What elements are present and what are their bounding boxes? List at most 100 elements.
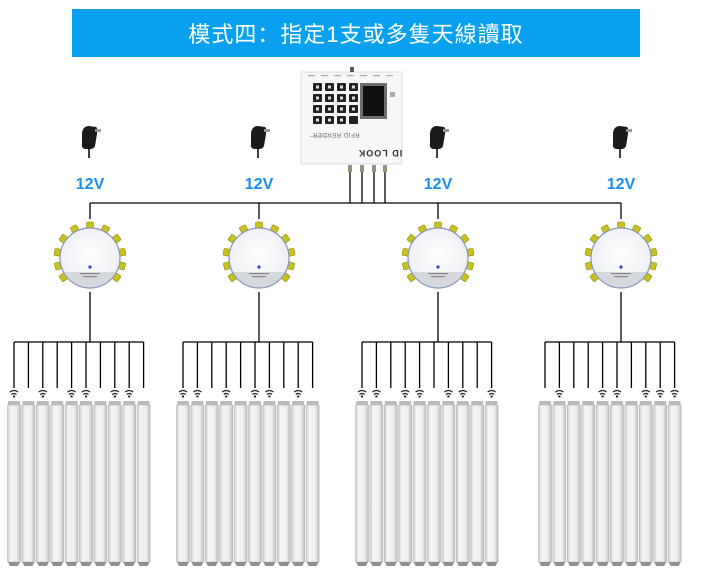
keypad-key-glyph — [340, 118, 343, 122]
antenna — [305, 401, 320, 566]
keypad-key-glyph — [328, 85, 331, 89]
antenna-rod — [595, 404, 610, 563]
keypad-key-glyph — [328, 118, 331, 122]
antenna-foot — [94, 562, 107, 566]
antenna — [291, 389, 306, 566]
adapter-prong — [264, 129, 270, 132]
antenna-rod — [276, 404, 291, 563]
adapter-body — [81, 126, 98, 149]
power-adapter-icon — [81, 126, 101, 158]
reader-port-2 — [360, 165, 364, 172]
antenna-rod — [552, 404, 567, 563]
antenna — [190, 389, 205, 566]
antenna-cap — [51, 401, 64, 405]
antenna — [552, 389, 567, 566]
antenna-group-1 — [7, 126, 151, 566]
antenna-cap — [384, 401, 397, 405]
adapter-body — [612, 126, 629, 149]
antenna — [383, 401, 398, 566]
antenna-foot — [413, 562, 426, 566]
antenna — [248, 389, 262, 566]
antenna-foot — [205, 562, 218, 566]
antenna — [538, 401, 552, 566]
antenna — [355, 389, 369, 566]
antenna — [595, 389, 610, 566]
wifi-signal-icon — [178, 389, 188, 398]
wifi-signal-icon — [641, 389, 651, 398]
keypad-key-glyph — [316, 96, 319, 100]
antenna-cap — [137, 401, 150, 405]
title-text: 模式四：指定1支或多隻天線讀取 — [188, 22, 524, 47]
antenna-cap — [22, 401, 35, 405]
antenna-foot — [553, 562, 566, 566]
antenna-rod — [412, 404, 427, 563]
antenna-cap — [625, 401, 638, 405]
reader-indicator — [390, 92, 395, 97]
wifi-signal-icon — [444, 389, 453, 398]
keypad-key-glyph — [316, 107, 319, 111]
reader-port-4 — [383, 165, 387, 172]
antenna — [441, 389, 456, 566]
antenna — [398, 389, 413, 566]
antenna — [276, 401, 291, 566]
antenna-group-2 — [176, 126, 320, 566]
rf-splitter — [53, 221, 127, 289]
antenna-rod — [441, 404, 456, 563]
voltage-label: 12V — [75, 176, 105, 193]
antenna-cap — [8, 401, 20, 405]
keypad-key-glyph — [340, 96, 343, 100]
splitter-label — [428, 273, 448, 275]
antenna-cap — [277, 401, 290, 405]
wifi-signal-icon — [415, 389, 424, 398]
antenna-rod — [398, 404, 413, 563]
antenna-foot — [654, 562, 667, 566]
antenna-rod — [427, 404, 441, 563]
antenna-cap — [249, 401, 261, 405]
antenna — [7, 389, 21, 566]
antenna — [455, 389, 470, 566]
antenna-cap — [485, 401, 498, 405]
splitter-led — [257, 265, 261, 269]
antenna-rod — [470, 404, 485, 563]
antenna-rod — [248, 404, 262, 563]
wifi-signal-icon — [265, 389, 274, 398]
antenna-cap — [611, 401, 623, 405]
antenna — [205, 401, 219, 566]
antenna-foot — [108, 562, 121, 566]
antenna — [35, 389, 50, 566]
antenna-foot — [485, 562, 498, 566]
antenna-foot — [442, 562, 455, 566]
reader-display — [363, 86, 384, 116]
antenna-rod — [355, 404, 369, 563]
wifi-signal-icon — [110, 389, 120, 398]
keypad-key-glyph — [328, 96, 331, 100]
antenna-foot — [668, 562, 681, 566]
antenna-foot — [611, 562, 623, 566]
antenna-rod — [455, 404, 470, 563]
antenna — [566, 401, 581, 566]
wifi-signal-icon — [38, 389, 48, 398]
splitter-port — [617, 221, 625, 229]
keypad-key-glyph — [340, 107, 343, 111]
antenna-cap — [292, 401, 305, 405]
antenna-foot — [625, 562, 638, 566]
antenna-group-4 — [538, 126, 682, 566]
adapter-prong — [443, 129, 449, 132]
wifi-signal-icon — [555, 389, 564, 398]
keypad-key-glyph — [316, 85, 319, 89]
antenna-cap — [413, 401, 426, 405]
antenna-rod — [108, 404, 122, 563]
antenna-cap — [370, 401, 383, 405]
keypad-key-glyph — [340, 85, 343, 89]
antenna-rod — [122, 404, 136, 563]
antenna-rod — [190, 404, 205, 563]
adapter-body — [429, 126, 446, 149]
reader-model-text: RFID READER — [312, 131, 359, 137]
antenna-cap — [306, 401, 319, 405]
keypad-key-glyph — [328, 107, 331, 111]
antenna-rod — [291, 404, 306, 563]
wifi-signal-icon — [598, 389, 607, 398]
splitter-base — [412, 272, 464, 288]
